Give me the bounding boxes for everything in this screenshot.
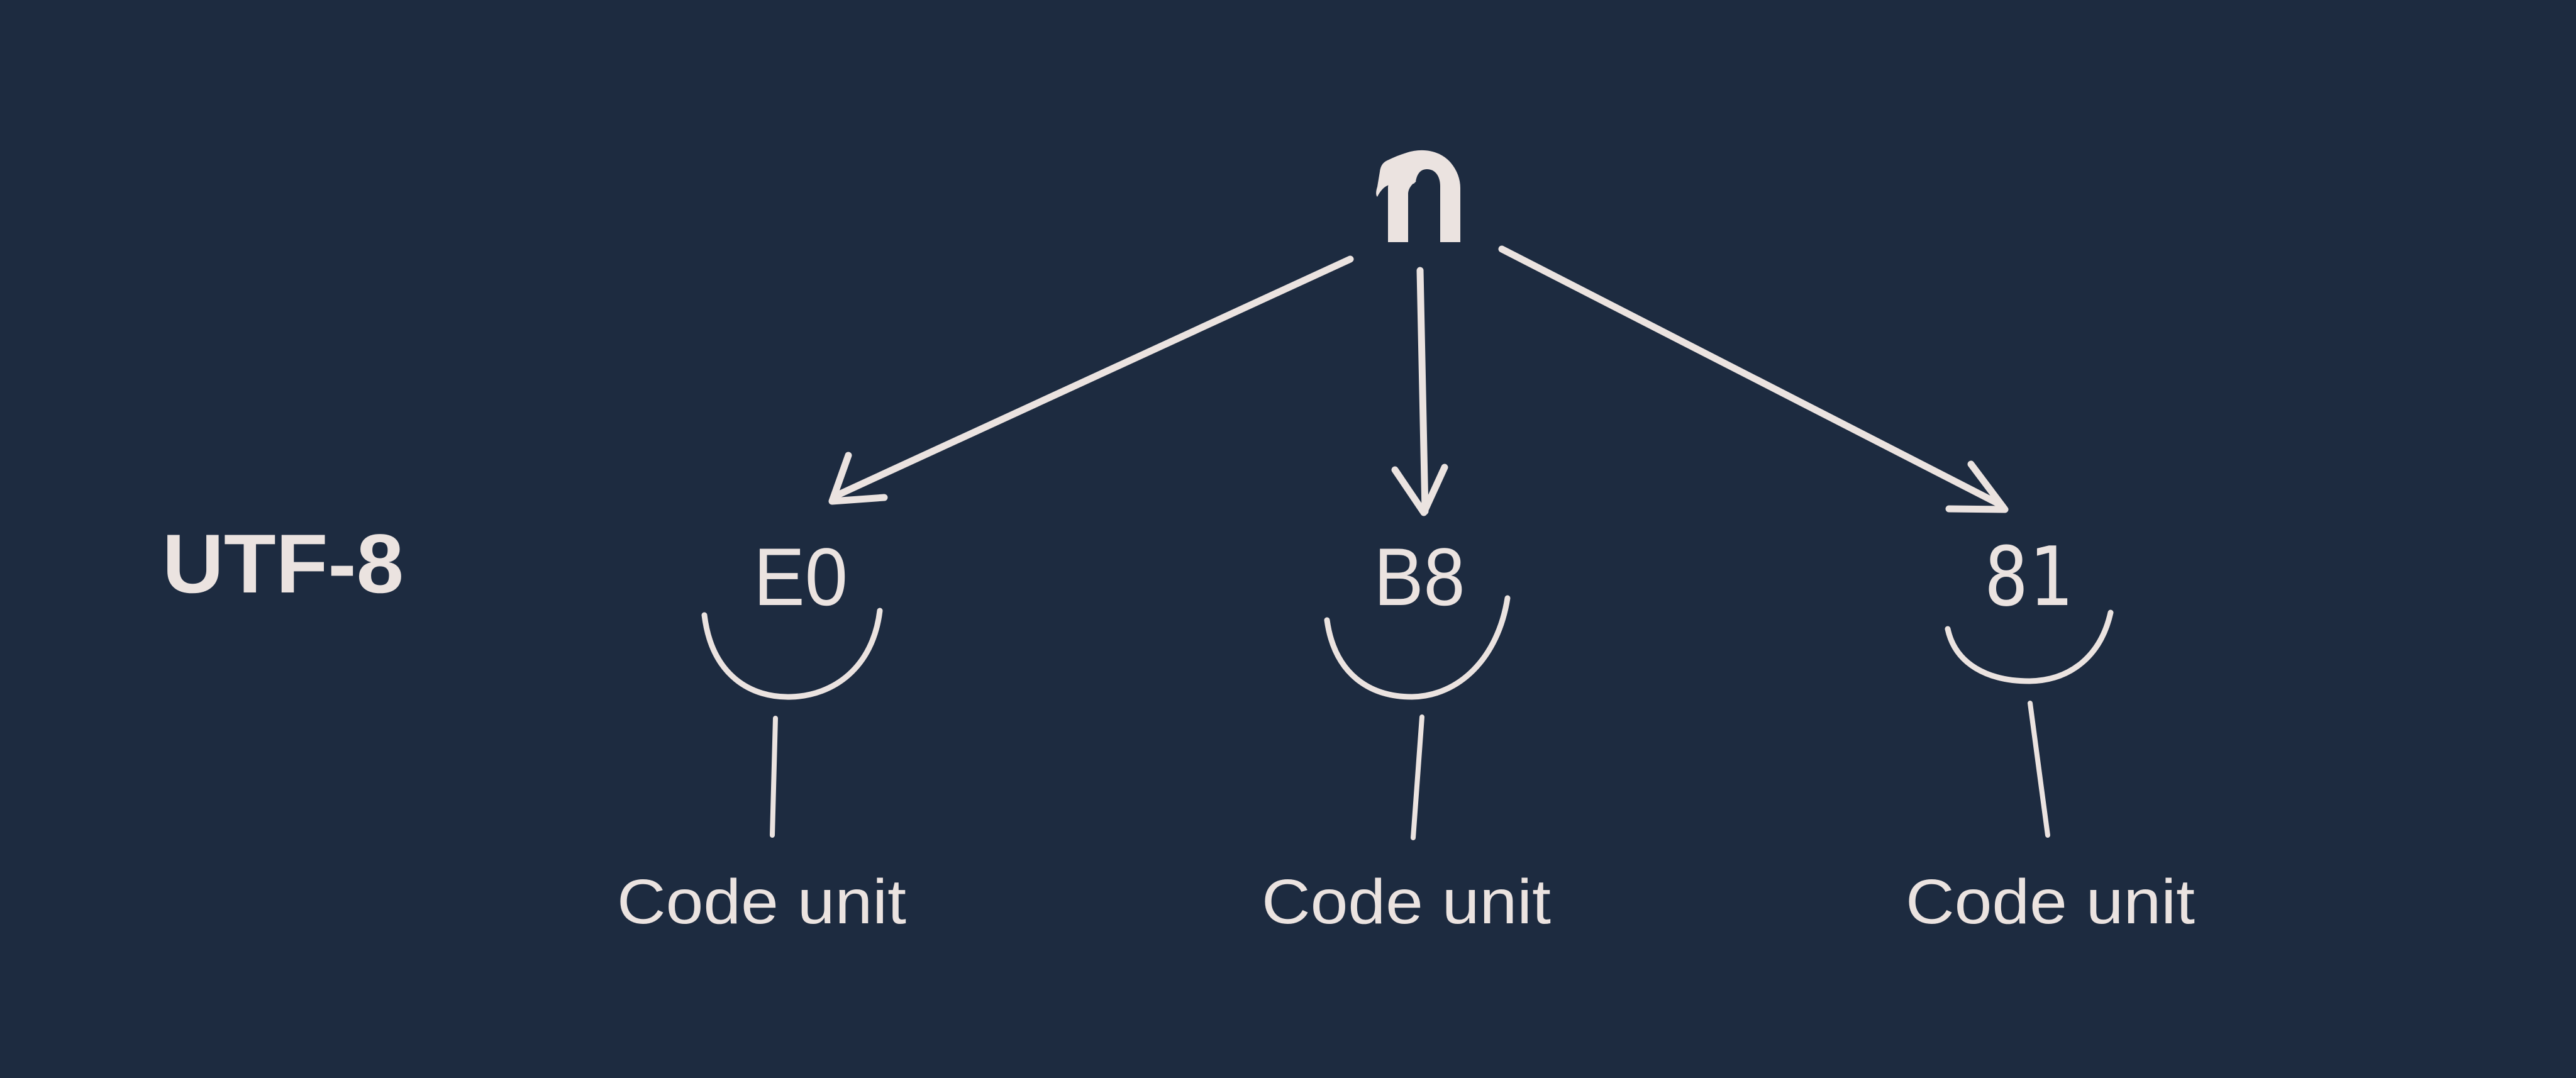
arrow-to-b8-head — [1391, 464, 1448, 516]
encoding-label: UTF-8 — [162, 518, 404, 611]
code-unit-hex-b8: B8 — [1374, 531, 1465, 623]
arrow-to-81-head — [1945, 460, 2009, 513]
thai-character-glyph — [1376, 150, 1460, 242]
thai-character-leg-path — [1388, 181, 1416, 242]
code-unit-caption-1: Code unit — [617, 867, 906, 937]
connector-b8 — [1411, 714, 1424, 840]
code-unit-hex-81: 81 — [1984, 529, 2072, 625]
arrow-to-b8-shaft — [1416, 267, 1429, 515]
arc-under-b8 — [1324, 595, 1511, 700]
code-unit-caption-3: Code unit — [1906, 867, 2195, 937]
arc-under-e0 — [701, 608, 883, 700]
arrow-group — [828, 245, 2009, 516]
connector-group — [770, 701, 2050, 840]
arrow-to-e0-shaft — [834, 255, 1354, 499]
code-unit-hex-e0: E0 — [753, 531, 848, 623]
thai-character-arch-path — [1376, 150, 1460, 242]
arrow-to-e0-head — [828, 452, 888, 505]
connector-e0 — [770, 716, 778, 838]
arc-group — [701, 595, 2114, 700]
connector-81 — [2028, 701, 2050, 838]
code-unit-caption-2: Code unit — [1262, 867, 1551, 937]
arrow-to-81-shaft — [1498, 245, 2005, 509]
arc-under-81 — [1945, 609, 2114, 684]
